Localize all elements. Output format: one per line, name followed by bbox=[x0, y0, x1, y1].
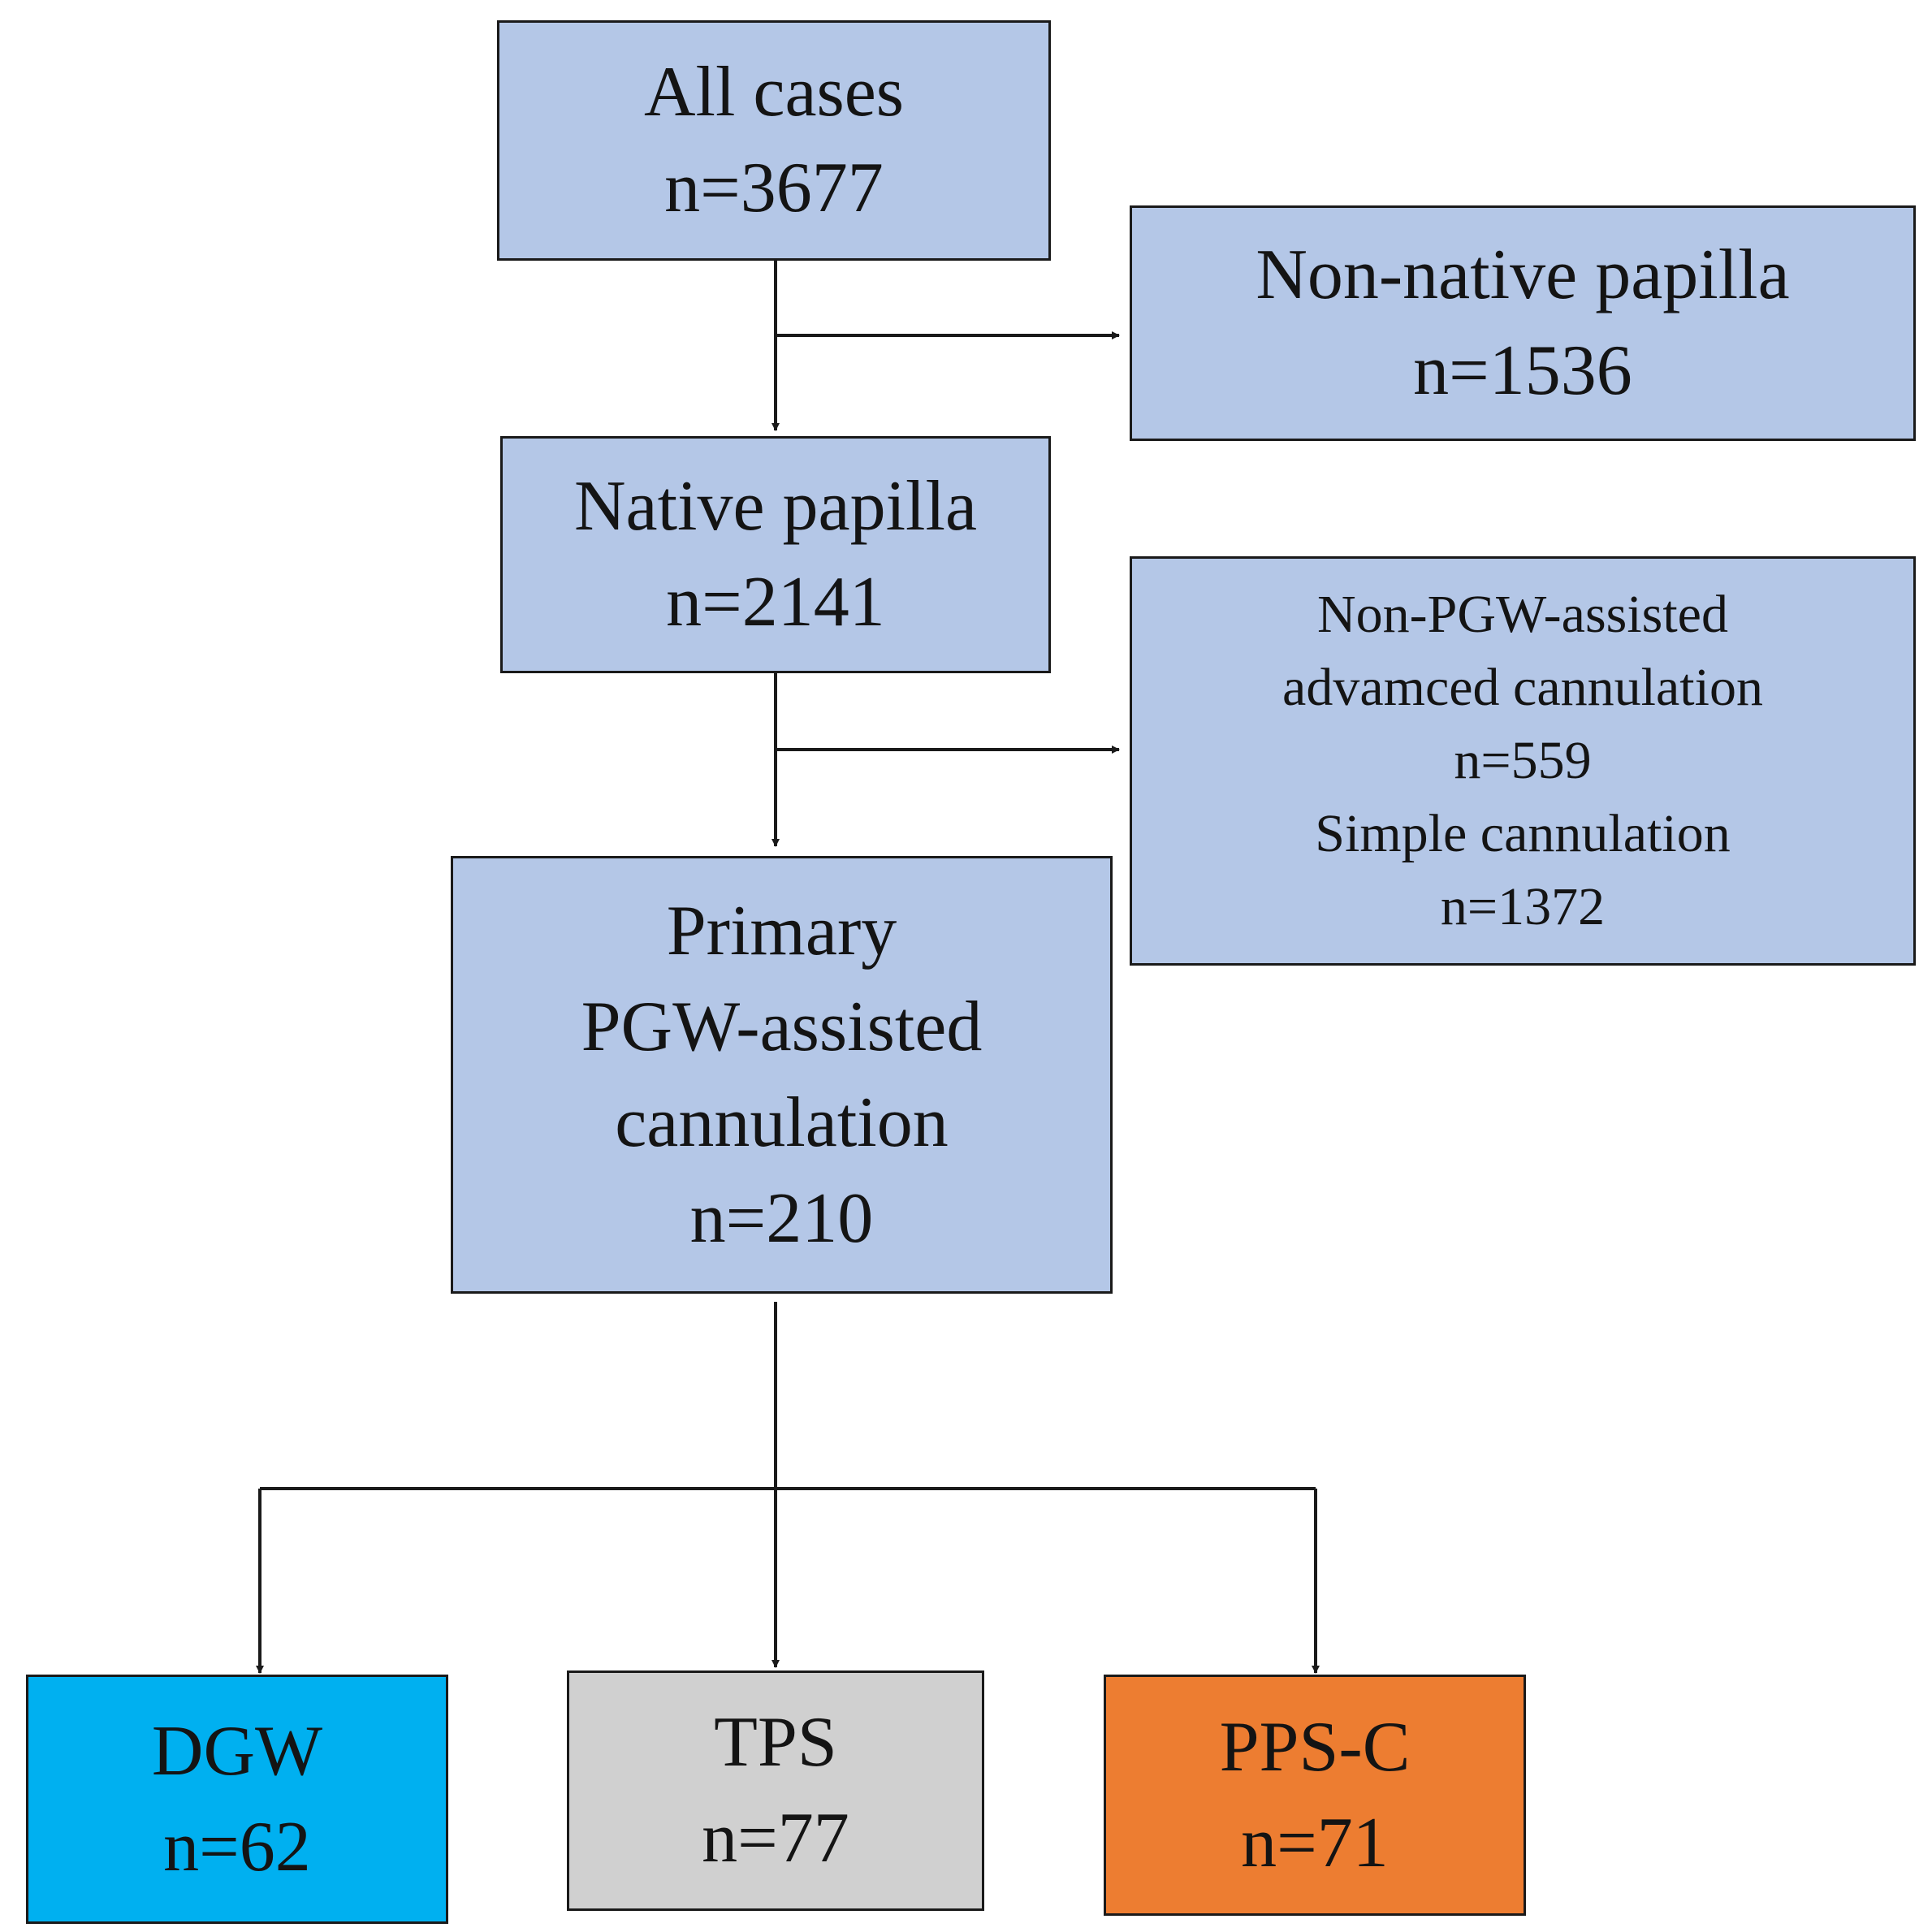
primary-line-2: PGW-assisted bbox=[581, 987, 983, 1066]
tps-count: n=77 bbox=[702, 1799, 849, 1878]
excluded-count-1: n=559 bbox=[1454, 731, 1592, 790]
excluded-line-2: advamced cannulation bbox=[1282, 658, 1763, 717]
all-cases-title: All cases bbox=[643, 53, 905, 132]
tps-box: TPS n=77 bbox=[567, 1671, 984, 1911]
excluded-line-3: Simple cannulation bbox=[1315, 804, 1731, 863]
dgw-count: n=62 bbox=[163, 1807, 311, 1887]
native-count: n=2141 bbox=[666, 563, 885, 642]
non-native-count: n=1536 bbox=[1413, 331, 1632, 410]
excluded-line-1: Non-PGW-assisted bbox=[1317, 585, 1728, 644]
non-native-papilla-box: Non-native papilla n=1536 bbox=[1130, 205, 1916, 441]
primary-pgw-box: Primary PGW-assisted cannulation n=210 bbox=[451, 856, 1113, 1294]
native-title: Native papilla bbox=[573, 467, 978, 546]
native-papilla-box: Native papilla n=2141 bbox=[500, 436, 1051, 673]
ppsc-title: PPS-C bbox=[1219, 1707, 1411, 1787]
excluded-cannulation-box: Non-PGW-assisted advamced cannulation n=… bbox=[1130, 556, 1916, 966]
ppsc-count: n=71 bbox=[1241, 1803, 1389, 1882]
primary-line-1: Primary bbox=[666, 891, 897, 970]
primary-count: n=210 bbox=[689, 1178, 874, 1258]
primary-line-3: cannulation bbox=[615, 1083, 949, 1162]
all-cases-box: All cases n=3677 bbox=[497, 20, 1051, 261]
excluded-count-2: n=1372 bbox=[1440, 877, 1606, 936]
all-cases-count: n=3677 bbox=[664, 149, 884, 227]
non-native-title: Non-native papilla bbox=[1256, 236, 1790, 314]
dgw-box: DGW n=62 bbox=[26, 1675, 448, 1924]
ppsc-box: PPS-C n=71 bbox=[1104, 1675, 1526, 1916]
dgw-title: DGW bbox=[151, 1711, 323, 1791]
tps-title: TPS bbox=[714, 1703, 837, 1782]
